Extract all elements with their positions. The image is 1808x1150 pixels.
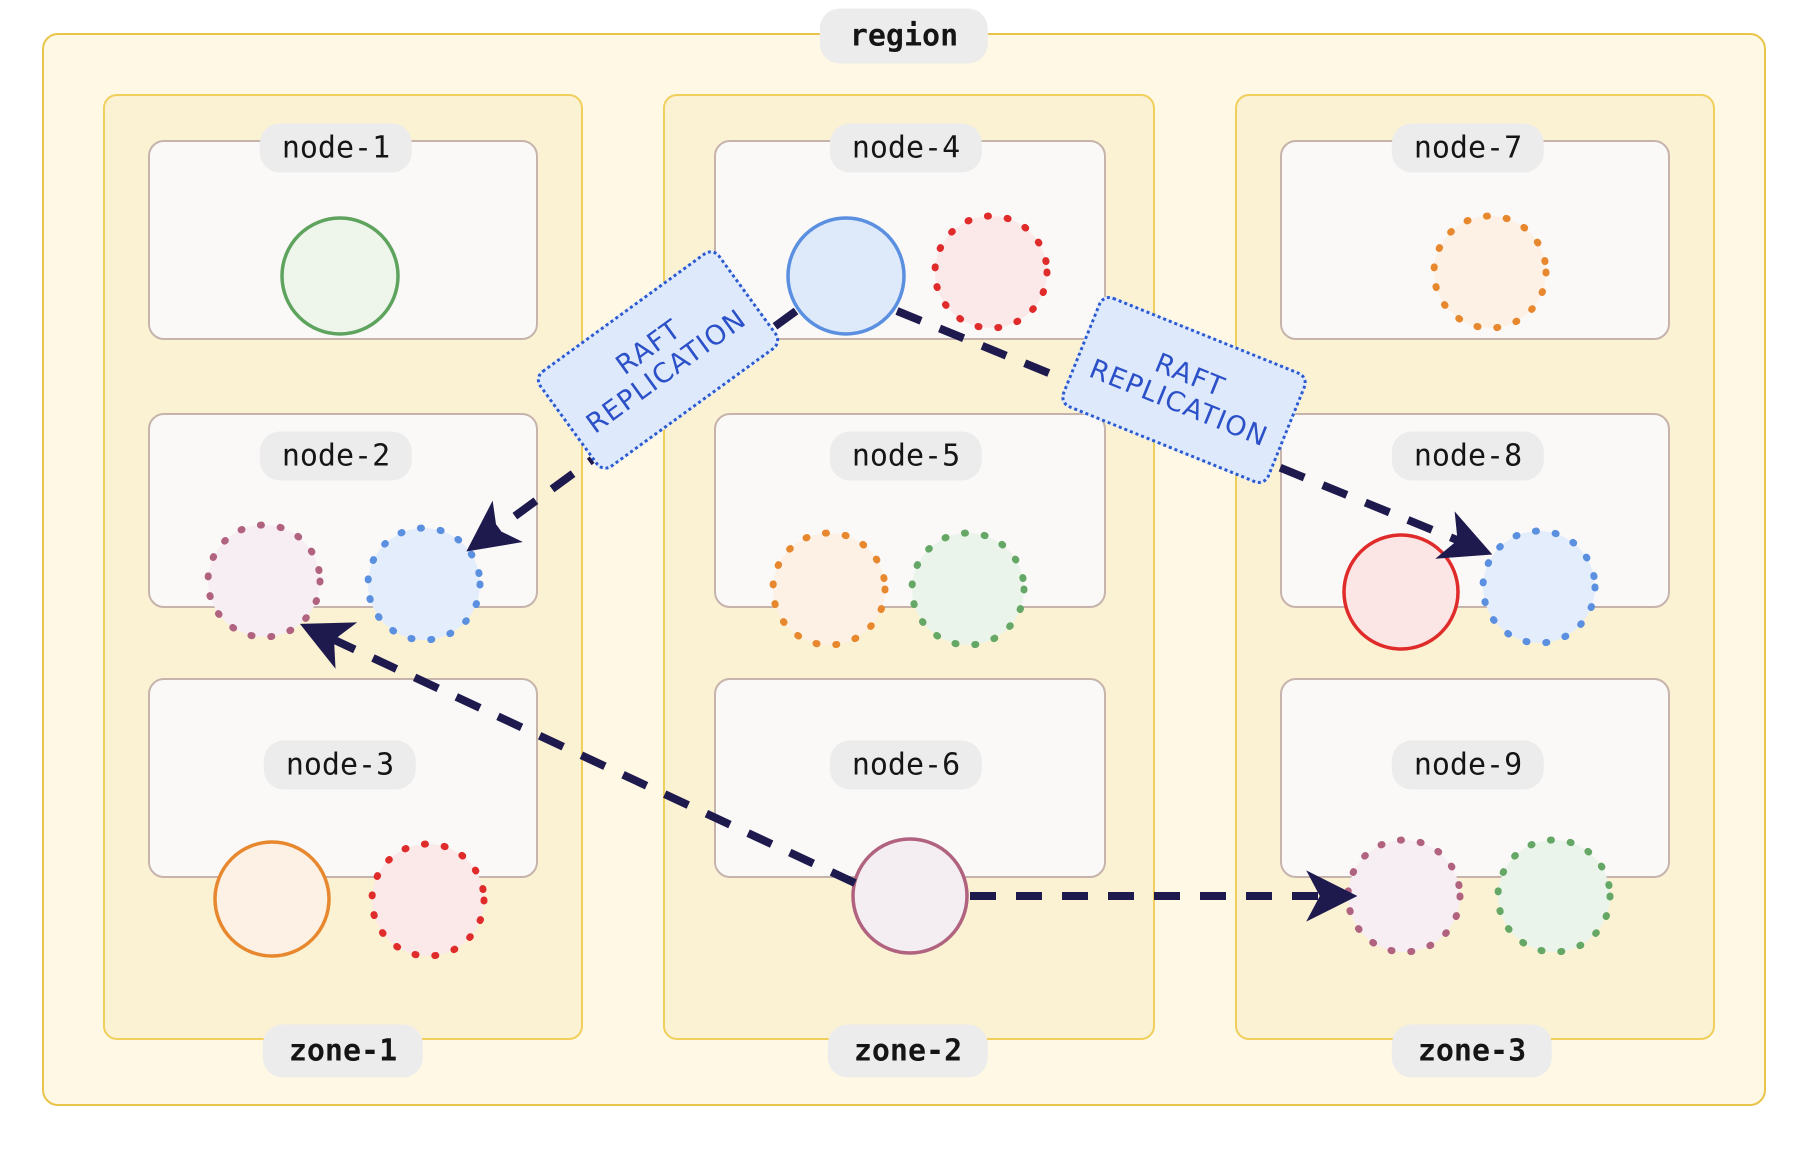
- shard-circle-node3-red[interactable]: [368, 840, 488, 960]
- shard-circle-node6-purple[interactable]: [851, 837, 969, 955]
- shard-circle-node2-blue[interactable]: [364, 524, 484, 644]
- node-label-node-4[interactable]: node-4: [829, 123, 983, 173]
- shard-circle-node4-blue[interactable]: [786, 216, 906, 336]
- shard-circle-node5-green[interactable]: [908, 529, 1028, 649]
- region-label[interactable]: region: [819, 8, 989, 64]
- shard-circle-node1-green[interactable]: [280, 216, 400, 336]
- shard-circle-node8-red[interactable]: [1342, 533, 1460, 651]
- shard-circle-node3-orange[interactable]: [213, 840, 331, 958]
- node-label-node-3[interactable]: node-3: [263, 740, 417, 790]
- node-label-node-9[interactable]: node-9: [1391, 740, 1545, 790]
- shard-circle-node9-green[interactable]: [1494, 836, 1614, 956]
- node-label-node-1[interactable]: node-1: [259, 123, 413, 173]
- node-label-node-8[interactable]: node-8: [1391, 431, 1545, 481]
- shard-circle-node9-purple[interactable]: [1344, 836, 1464, 956]
- edge-node6-to-node2[interactable]: [299, 622, 857, 887]
- shard-circle-node5-orange[interactable]: [769, 529, 889, 649]
- shard-circle-node2-purple[interactable]: [204, 521, 324, 641]
- edge-node4-to-node8[interactable]: [895, 307, 1493, 559]
- zone-label-zone-2[interactable]: zone-2: [827, 1024, 989, 1078]
- node-label-node-6[interactable]: node-6: [829, 740, 983, 790]
- node-label-node-2[interactable]: node-2: [259, 431, 413, 481]
- shard-circle-node4-red[interactable]: [931, 212, 1051, 332]
- zone-label-zone-1[interactable]: zone-1: [262, 1024, 424, 1078]
- zone-label-zone-3[interactable]: zone-3: [1391, 1024, 1553, 1078]
- node-label-node-7[interactable]: node-7: [1391, 123, 1545, 173]
- node-label-node-5[interactable]: node-5: [829, 431, 983, 481]
- shard-circle-node7-orange[interactable]: [1430, 212, 1550, 332]
- shard-circle-node8-blue[interactable]: [1479, 527, 1599, 647]
